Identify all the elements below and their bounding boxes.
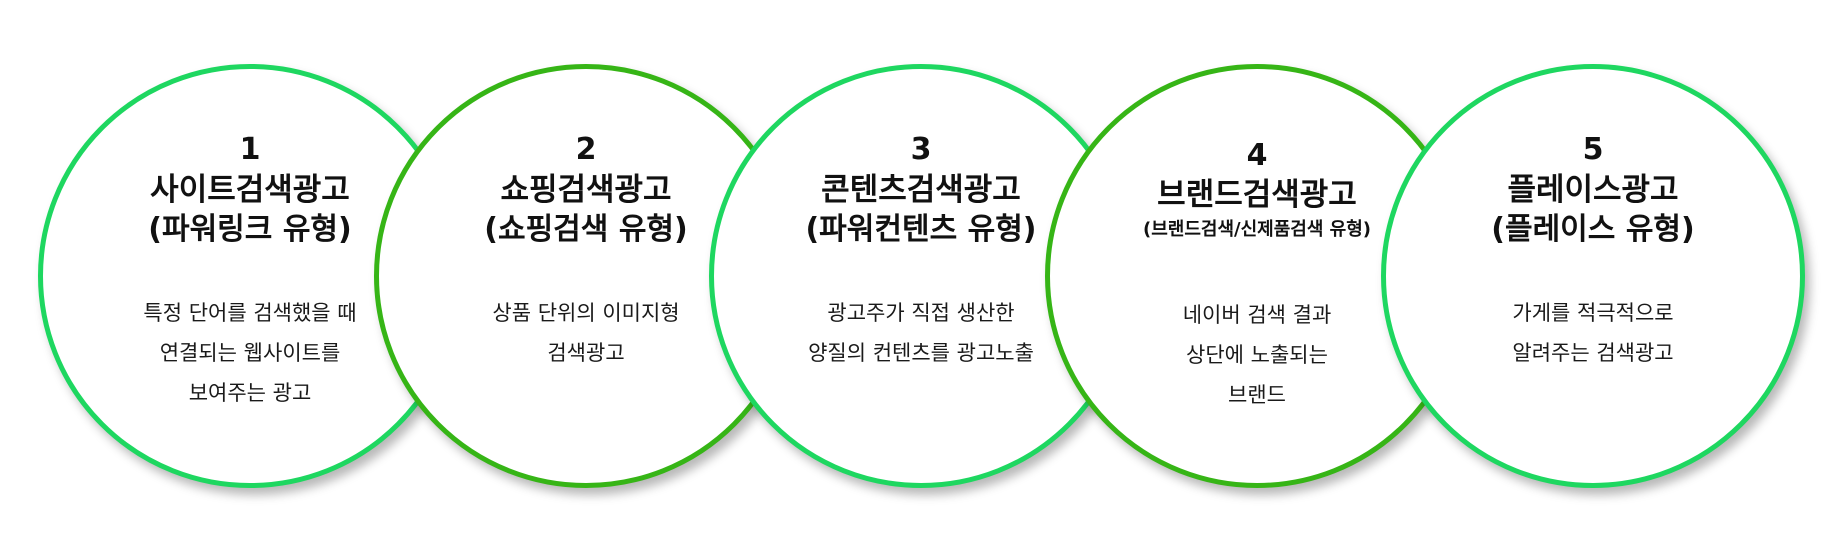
description-line: 가게를 적극적으로 [1512,301,1674,325]
ad-type-circle-3: 3 콘텐츠검색광고 (파워컨텐츠 유형) 광고주가 직접 생산한 양질의 컨텐츠… [709,64,1133,488]
ad-type-title: 사이트검색광고 [150,172,350,208]
description-line: 보여주는 광고 [188,381,312,405]
description-line: 특정 단어를 검색했을 때 [143,301,357,325]
ad-type-description: 상품 단위의 이미지형 검색광고 [379,293,793,373]
ad-type-number: 5 [1582,132,1604,167]
ad-type-title: 콘텐츠검색광고 [821,172,1021,208]
ad-type-number: 1 [239,132,261,167]
ad-type-subtitle: (브랜드검색/신제품검색 유형) [1142,219,1371,240]
description-line: 상단에 노출되는 [1186,343,1328,367]
description-line: 양질의 컨텐츠를 광고노출 [808,341,1034,365]
ad-type-description: 가게를 적극적으로 알려주는 검색광고 [1386,293,1800,373]
ad-type-title: 쇼핑검색광고 [500,172,672,208]
description-line: 네이버 검색 결과 [1182,303,1332,327]
ad-type-subtitle: (플레이스 유형) [1491,212,1695,247]
ad-type-description: 특정 단어를 검색했을 때 연결되는 웹사이트를 보여주는 광고 [43,293,457,413]
description-line: 브랜드 [1228,383,1286,407]
ad-type-number: 4 [1246,138,1268,173]
ad-type-title: 브랜드검색광고 [1157,177,1357,213]
ad-type-number: 3 [910,132,932,167]
ad-type-circle-5: 5 플레이스광고 (플레이스 유형) 가게를 적극적으로 알려주는 검색광고 [1381,64,1805,488]
ad-type-description: 광고주가 직접 생산한 양질의 컨텐츠를 광고노출 [714,293,1128,373]
ad-type-description: 네이버 검색 결과 상단에 노출되는 브랜드 [1050,295,1464,415]
ad-type-subtitle: (파워컨텐츠 유형) [805,212,1037,247]
ad-type-number: 2 [575,132,597,167]
description-line: 광고주가 직접 생산한 [827,301,1015,325]
description-line: 연결되는 웹사이트를 [159,341,341,365]
ad-type-subtitle: (쇼핑검색 유형) [484,212,688,247]
description-line: 알려주는 검색광고 [1512,341,1674,365]
description-line: 상품 단위의 이미지형 [492,301,680,325]
ad-type-subtitle: (파워링크 유형) [148,212,352,247]
description-line: 검색광고 [547,341,625,365]
ad-type-title: 플레이스광고 [1507,172,1679,208]
